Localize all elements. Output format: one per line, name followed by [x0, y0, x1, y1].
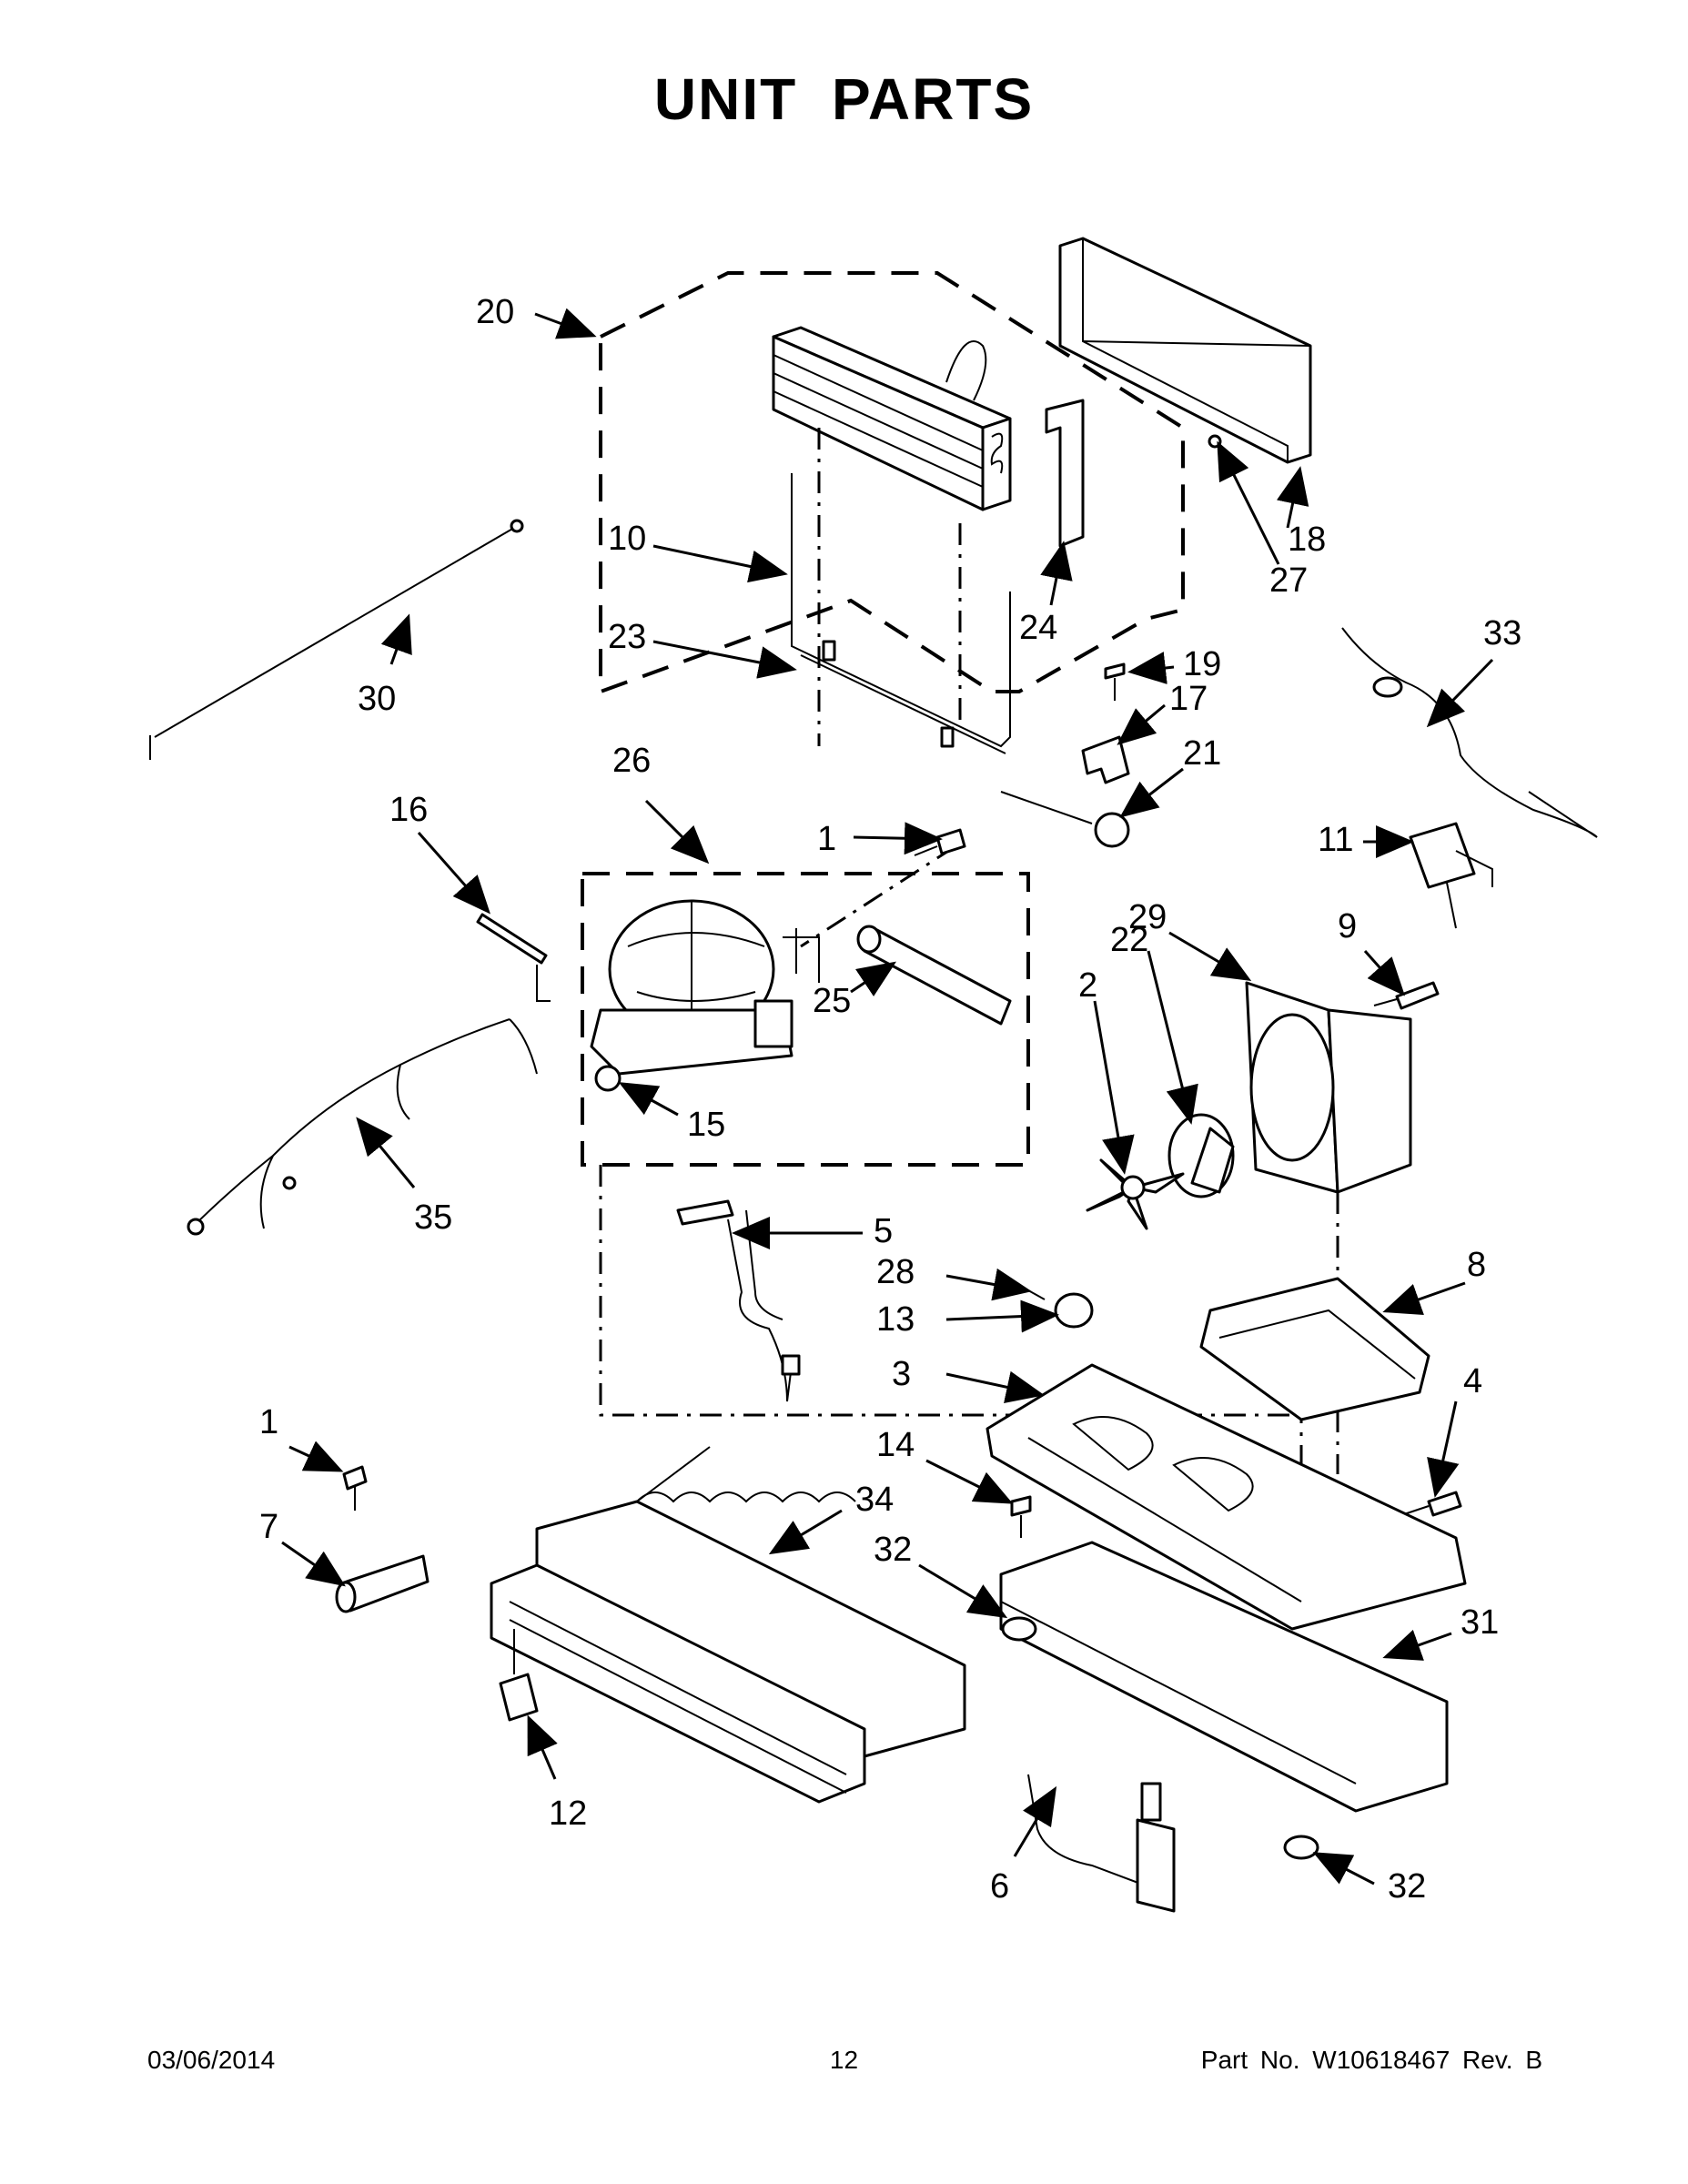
callout-8: 8	[1467, 1246, 1486, 1284]
callout-15: 15	[687, 1106, 725, 1144]
drain-tube-part-5	[676, 1199, 801, 1402]
callout-32-upper: 32	[874, 1531, 912, 1569]
callout-25: 25	[813, 982, 851, 1020]
condenser-coil-part-34	[490, 1446, 966, 1804]
callout-1-upper: 1	[817, 820, 836, 858]
callout-30: 30	[358, 680, 396, 718]
evaporator-heater-loop	[791, 473, 1011, 754]
base-pan-part-3	[986, 1363, 1467, 1631]
footer-part-number: Part No. W10618467 Rev. B	[1200, 2046, 1542, 2074]
callout-3: 3	[892, 1355, 911, 1393]
callout-27: 27	[1269, 561, 1308, 600]
callout-21: 21	[1183, 734, 1221, 773]
mounting-bracket-part-8	[1199, 1277, 1430, 1421]
callout-29: 29	[1128, 898, 1167, 936]
callout-14: 14	[876, 1426, 915, 1464]
callout-4: 4	[1463, 1362, 1482, 1400]
evaporator-coil	[772, 326, 1012, 746]
page-title: UNIT PARTS	[653, 66, 1035, 132]
foam-block-part-24	[1045, 399, 1085, 548]
defrost-heater-part-6	[1027, 1774, 1176, 1913]
fan-blade-part-2	[1086, 1158, 1185, 1230]
callout-31: 31	[1461, 1603, 1499, 1642]
callout-16: 16	[389, 791, 428, 829]
callout-24: 24	[1019, 609, 1057, 647]
callout-13: 13	[876, 1300, 915, 1339]
callout-7: 7	[259, 1508, 278, 1546]
sleeve-part-7	[335, 1554, 430, 1613]
thermistor-part-21	[1000, 791, 1130, 848]
drier-part-25	[856, 925, 1012, 1026]
compressor	[590, 899, 820, 1076]
fan-motor-part-22	[1167, 1113, 1235, 1198]
clip-part-12	[499, 1629, 539, 1722]
screw-part-14	[1010, 1495, 1032, 1538]
cover-part-18	[1058, 237, 1312, 464]
callout-11: 11	[1318, 821, 1353, 859]
callout-5: 5	[874, 1212, 893, 1250]
evaporator-group-outline	[599, 271, 1185, 694]
screw-part-1-upper	[914, 828, 966, 856]
foot-part-32-lower	[1283, 1835, 1319, 1860]
tube-part-33	[1341, 627, 1598, 838]
relay-part-11	[1409, 822, 1493, 929]
callout-17: 17	[1169, 680, 1208, 718]
callout-labels: 20 10 23 24 18 27 19 17 21 33 30 26 1 16…	[259, 293, 1521, 1906]
callout-18: 18	[1288, 521, 1326, 559]
callout-23: 23	[608, 618, 646, 656]
screw-part-9	[1373, 981, 1440, 1010]
callout-35: 35	[414, 1198, 452, 1237]
foot-part-32-upper	[1001, 1616, 1037, 1642]
wire-harness-part-35	[187, 1018, 538, 1236]
clip-part-17	[1081, 735, 1130, 784]
strap-part-16	[476, 913, 551, 1002]
grommet-part-13	[1054, 1292, 1094, 1329]
callout-9: 9	[1338, 907, 1357, 945]
callout-19: 19	[1183, 645, 1221, 683]
screw-part-1-lower	[342, 1465, 368, 1511]
callout-26: 26	[612, 742, 651, 780]
callout-1-lower: 1	[259, 1403, 278, 1441]
cord-part-30	[149, 519, 524, 760]
callout-20: 20	[476, 293, 514, 331]
callout-6: 6	[990, 1867, 1009, 1906]
callout-22: 22	[1110, 921, 1148, 959]
fan-shroud-part-29	[1245, 981, 1412, 1194]
callout-32-lower: 32	[1388, 1867, 1426, 1906]
callout-34: 34	[855, 1481, 894, 1519]
footer-page-number: 12	[829, 2046, 859, 2074]
callout-28: 28	[876, 1253, 915, 1291]
callout-33: 33	[1483, 614, 1521, 652]
footer-date: 03/06/2014	[147, 2046, 276, 2074]
screw-part-19	[1104, 662, 1126, 701]
grommet-part-15	[594, 1065, 622, 1092]
callout-12: 12	[549, 1795, 587, 1833]
leader-lines	[281, 308, 1494, 1886]
spring-part-28	[1027, 1289, 1046, 1300]
screw-part-4	[1400, 1491, 1462, 1517]
callout-10: 10	[608, 520, 646, 558]
callout-2: 2	[1078, 966, 1097, 1005]
cover-plate-part-31	[999, 1541, 1449, 1813]
